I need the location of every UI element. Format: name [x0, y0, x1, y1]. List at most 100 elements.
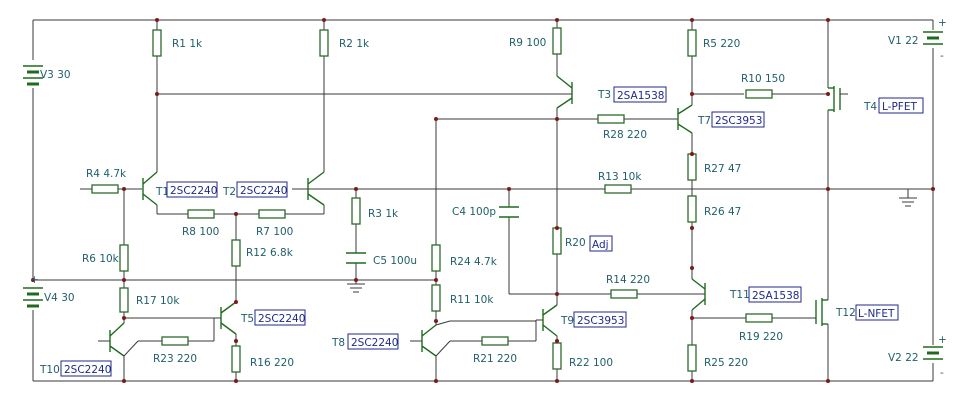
- resistor-r26-icon: [687, 195, 697, 223]
- part-number-boxes: 2SC2240 2SC2240 2SA1538 2SC3953 L-PFET A…: [60, 86, 924, 377]
- label-t3: T3: [597, 89, 611, 101]
- label-t2: T2: [222, 186, 236, 198]
- label-r26: R26 47: [704, 206, 741, 218]
- npn-transistor-t10-icon: [98, 322, 139, 357]
- resistor-r23-icon: [161, 336, 189, 346]
- label-r25: R25 220: [704, 357, 748, 369]
- mosfet-t12-icon: [808, 298, 828, 326]
- resistor-r3-icon: [351, 197, 361, 225]
- npn-transistor-t9-icon: [536, 304, 558, 337]
- pnp-transistor-t3-icon: [556, 70, 573, 109]
- label-r5: R5 220: [703, 38, 740, 50]
- capacitor-c5-icon: [346, 252, 366, 264]
- resistor-r1-icon: [152, 29, 162, 57]
- label-r6: R6 10k: [82, 253, 120, 265]
- resistor-r28-icon: [597, 114, 625, 124]
- label-r2: R2 1k: [339, 38, 370, 50]
- label-v1: V1 22: [888, 35, 919, 47]
- mosfet-t4-icon: [828, 86, 848, 112]
- label-t8: T8: [331, 337, 345, 349]
- label-r9: R9 100: [509, 37, 546, 49]
- label-c4: C4 100p: [452, 206, 496, 218]
- label-r7: R7 100: [256, 226, 293, 238]
- label-r17: R17 10k: [136, 295, 180, 307]
- polarity-marks: + - + - +: [30, 17, 947, 379]
- label-t11: T11: [729, 289, 750, 301]
- ground-c5-icon: [347, 283, 365, 293]
- resistors: [91, 27, 773, 373]
- battery-v3-icon: [23, 65, 43, 86]
- part-box-t9: 2SC3953: [573, 311, 627, 328]
- resistor-r17-icon: [119, 287, 129, 313]
- label-t9: T9: [560, 315, 574, 327]
- pnp-transistor-t11-icon: [691, 278, 706, 311]
- label-r12: R12 6.8k: [246, 247, 294, 259]
- svg-text:L-PFET: L-PFET: [882, 101, 917, 113]
- part-box-r20: Adj: [589, 235, 613, 252]
- resistor-r5-icon: [687, 29, 697, 57]
- svg-text:2SC3953: 2SC3953: [577, 315, 624, 327]
- npn-transistor-t1-icon: [142, 171, 158, 206]
- label-r28: R28 220: [603, 129, 647, 141]
- resistor-r10-icon: [745, 89, 773, 99]
- v1-minus-mark: -: [940, 50, 944, 62]
- resistor-r14-icon: [610, 289, 638, 299]
- label-t5: T5: [240, 313, 254, 325]
- npn-transistor-t2-icon: [292, 171, 325, 206]
- resistor-r22-icon: [552, 342, 562, 370]
- svg-text:2SA1538: 2SA1538: [617, 90, 664, 102]
- resistor-r24-icon: [431, 244, 441, 272]
- label-t4: T4: [863, 101, 877, 113]
- svg-text:2SC3953: 2SC3953: [715, 115, 762, 127]
- npn-transistor-t5-icon: [214, 301, 237, 335]
- npn-transistor-t8-icon: [410, 320, 451, 357]
- svg-text:2SC2240: 2SC2240: [240, 185, 287, 197]
- resistor-r4-icon: [91, 184, 119, 194]
- label-r4: R4 4.7k: [86, 168, 127, 180]
- npn-transistor-t7-icon: [677, 104, 693, 134]
- part-box-t3: 2SA1538: [613, 86, 667, 103]
- battery-v2-icon: [923, 346, 943, 360]
- svg-text:2SC2240: 2SC2240: [351, 337, 398, 349]
- component-labels: R1 1k R2 1k R9 100 R5 220 R10 150 R28 22…: [39, 35, 919, 376]
- resistor-r9-icon: [552, 27, 562, 55]
- resistor-r8-icon: [187, 209, 215, 219]
- label-r27: R27 47: [704, 163, 741, 175]
- resistor-r6-icon: [119, 244, 129, 272]
- resistor-r2-icon: [319, 29, 329, 57]
- label-t7: T7: [697, 115, 711, 127]
- battery-v1-icon: [923, 31, 943, 45]
- label-r11: R11 10k: [450, 294, 494, 306]
- label-t1: T1: [155, 186, 169, 198]
- v1-plus-mark: +: [938, 17, 947, 29]
- v3-plus-mark: +: [30, 274, 39, 286]
- capacitor-c4-icon: [499, 206, 519, 218]
- label-r21: R21 220: [473, 353, 517, 365]
- label-t12: T12: [835, 307, 856, 319]
- label-r10: R10 150: [741, 73, 785, 85]
- v2-minus-mark: -: [940, 367, 944, 379]
- label-r24: R24 4.7k: [450, 256, 498, 268]
- resistor-r12-icon: [231, 239, 241, 267]
- label-r13: R13 10k: [598, 171, 642, 183]
- part-box-t5: 2SC2240: [254, 309, 306, 326]
- label-r16: R16 220: [250, 357, 294, 369]
- label-v3: V3 30: [40, 69, 71, 81]
- label-r22: R22 100: [569, 357, 613, 369]
- svg-text:L-NFET: L-NFET: [858, 308, 895, 320]
- svg-text:2SC2240: 2SC2240: [258, 313, 305, 325]
- svg-text:2SC2240: 2SC2240: [64, 364, 111, 376]
- ground-output-icon: [899, 197, 917, 207]
- label-r8: R8 100: [182, 226, 219, 238]
- label-v2: V2 22: [888, 352, 919, 364]
- label-r19: R19 220: [739, 331, 783, 343]
- resistor-r13-icon: [604, 184, 632, 194]
- part-box-t2: 2SC2240: [236, 181, 288, 198]
- resistor-r16-icon: [231, 345, 241, 373]
- battery-v4-icon: [23, 287, 43, 308]
- capacitors: [346, 206, 519, 264]
- svg-text:Adj: Adj: [592, 239, 609, 251]
- resistor-r19-icon: [745, 313, 773, 323]
- label-v4: V4 30: [44, 292, 75, 304]
